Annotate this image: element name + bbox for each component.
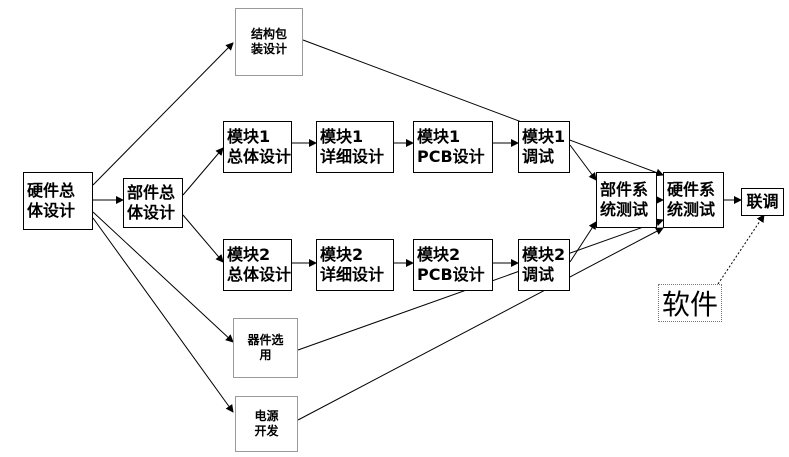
edge-struct-to-hwtest bbox=[302, 39, 664, 177]
node-label-line: 统测试 bbox=[667, 200, 716, 219]
node-label-line: 体设计 bbox=[27, 201, 76, 220]
node-label-line: 硬件系 bbox=[667, 180, 716, 199]
node-label-line: 模块1 bbox=[522, 127, 566, 146]
node-label-line: 装设计 bbox=[250, 42, 287, 56]
node-label-line: 器件选 bbox=[247, 333, 284, 347]
node-label-line: 调试 bbox=[522, 265, 555, 284]
node-label-line: 详细设计 bbox=[320, 147, 385, 166]
edge-m1debug-to-parttest bbox=[569, 144, 597, 181]
node-label-line: 模块2 bbox=[227, 245, 271, 264]
node-label-line: 结构包 bbox=[250, 27, 287, 41]
node-label-line: 模块1 bbox=[417, 127, 461, 146]
node-device-selection: 器件选 用 bbox=[233, 318, 298, 378]
edge-part-to-m1 bbox=[182, 147, 224, 196]
edge-hw-to-struct bbox=[92, 42, 234, 186]
node-label-line: 用 bbox=[259, 348, 272, 362]
node-module1-debug: 模块1 调试 bbox=[518, 121, 570, 173]
node-part-overall-design: 部件总 体设计 bbox=[123, 178, 183, 228]
node-module1-overall-design: 模块1 总体设计 bbox=[223, 121, 292, 173]
node-label-line: 模块2 bbox=[417, 245, 461, 264]
node-label-line: 硬件总 bbox=[27, 181, 76, 200]
node-label-line: 联调 bbox=[746, 192, 779, 211]
node-label-line: PCB设计 bbox=[417, 265, 485, 284]
node-label-line: 统测试 bbox=[600, 200, 649, 219]
node-label-line: 电源 bbox=[254, 409, 279, 423]
node-module2-detail-design: 模块2 详细设计 bbox=[316, 239, 394, 291]
edge-hw-to-device bbox=[92, 211, 234, 343]
node-power-development: 电源 开发 bbox=[235, 396, 298, 452]
node-module1-detail-design: 模块1 详细设计 bbox=[316, 121, 394, 173]
node-integration: 联调 bbox=[741, 188, 784, 216]
node-module1-pcb-design: 模块1 PCB设计 bbox=[413, 121, 493, 173]
node-module2-overall-design: 模块2 总体设计 bbox=[223, 239, 292, 291]
node-label-line: 模块2 bbox=[320, 245, 364, 264]
node-module2-pcb-design: 模块2 PCB设计 bbox=[413, 239, 493, 291]
node-label-line: 模块2 bbox=[522, 245, 566, 264]
edge-hw-to-power bbox=[92, 217, 234, 413]
node-label-line: 体设计 bbox=[127, 203, 176, 222]
node-label-line: 详细设计 bbox=[320, 265, 385, 284]
node-label-line: 调试 bbox=[522, 147, 555, 166]
node-label-line: 部件总 bbox=[127, 183, 176, 202]
node-label-line: 模块1 bbox=[320, 127, 364, 146]
node-label-line: 开发 bbox=[254, 424, 279, 438]
node-structure-packaging-design: 结构包 装设计 bbox=[235, 8, 303, 76]
node-module2-debug: 模块2 调试 bbox=[518, 239, 570, 291]
edge-software-to-integration bbox=[717, 214, 765, 285]
edge-power-to-hwtest bbox=[297, 227, 664, 421]
node-hardware-system-test: 硬件系 统测试 bbox=[663, 172, 724, 228]
node-label-line: 模块1 bbox=[227, 127, 271, 146]
node-part-system-test: 部件系 统测试 bbox=[596, 172, 657, 228]
node-label-line: 部件系 bbox=[600, 180, 649, 199]
edge-m2debug-to-parttest bbox=[569, 221, 597, 263]
software-label: 软件 bbox=[658, 284, 722, 322]
node-label-line: 总体设计 bbox=[227, 265, 292, 284]
edge-part-to-m2 bbox=[182, 214, 224, 263]
node-label-line: PCB设计 bbox=[417, 147, 485, 166]
node-hardware-overall-design: 硬件总 体设计 bbox=[23, 172, 93, 230]
node-label-line: 总体设计 bbox=[227, 147, 292, 166]
